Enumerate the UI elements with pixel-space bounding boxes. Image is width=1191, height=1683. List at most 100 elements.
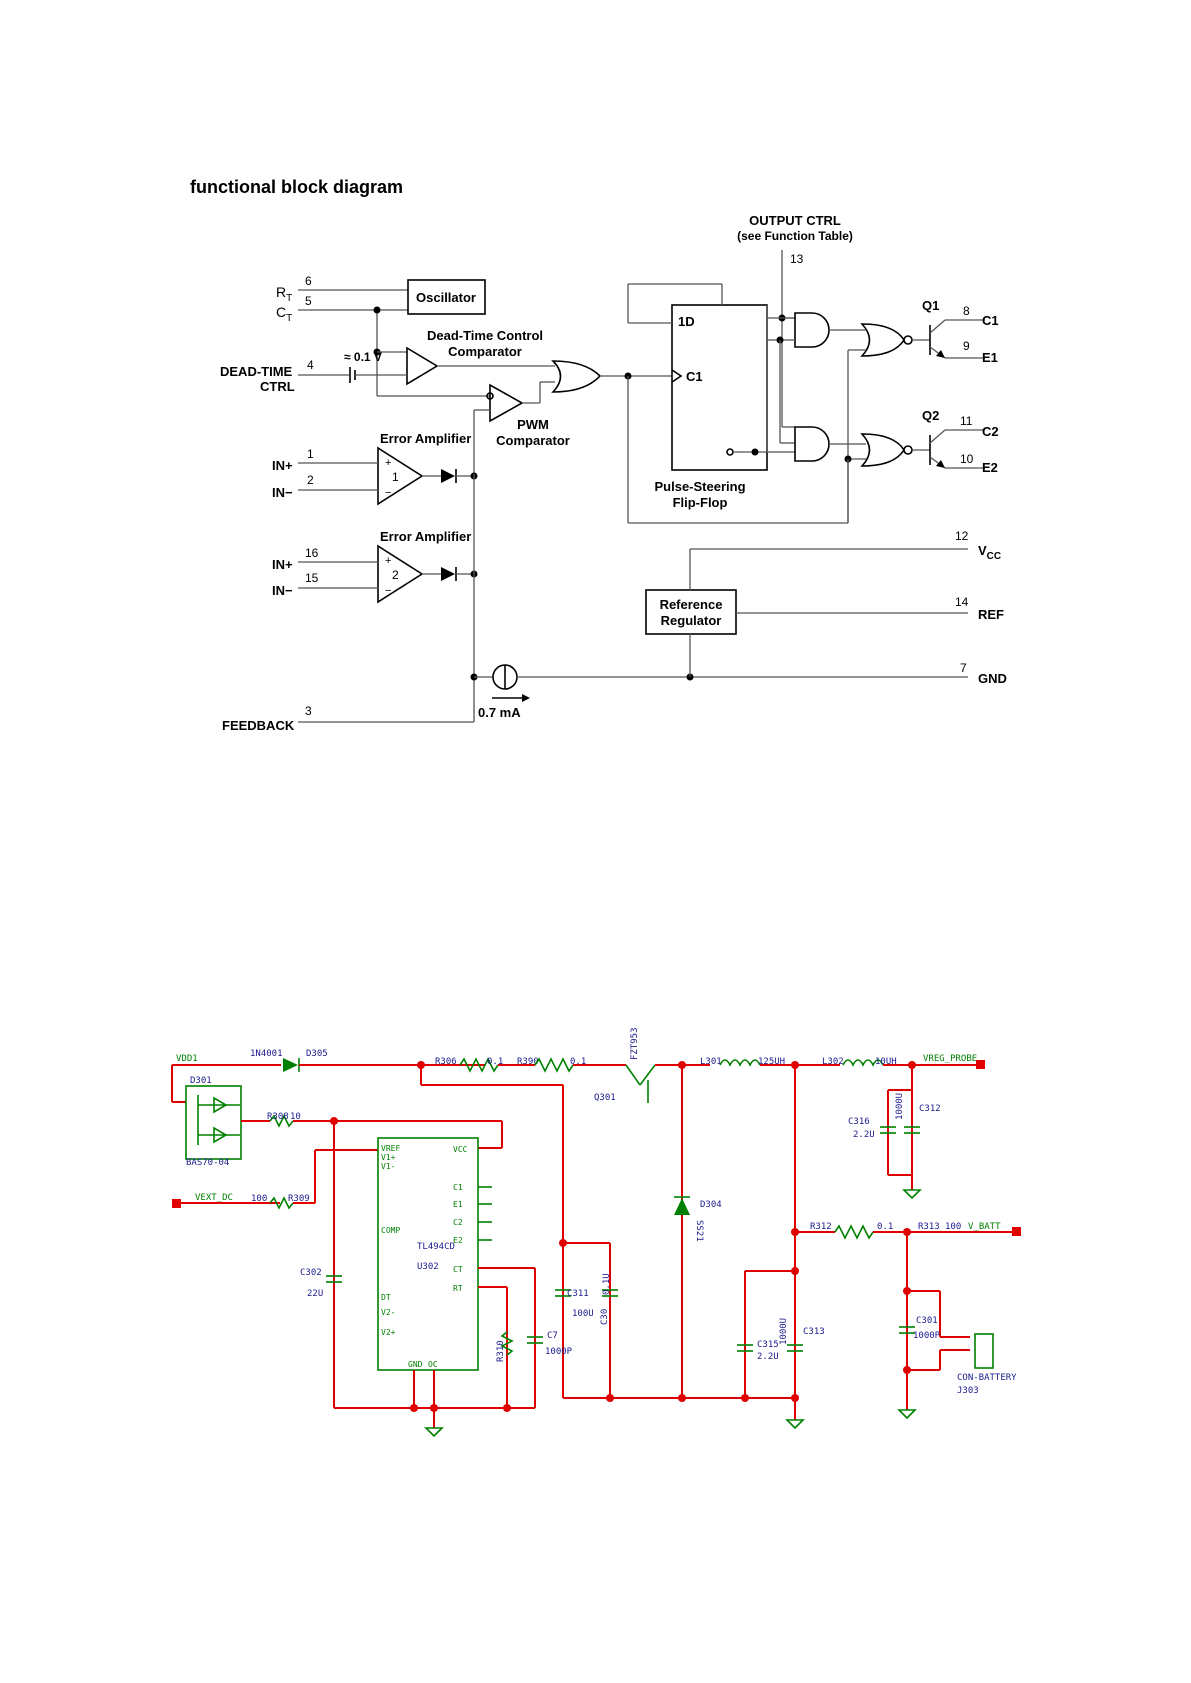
u302-name: TL494CD [417,1242,455,1252]
c313-value: 1000U [779,1318,789,1345]
pin-3-number: 3 [305,704,312,718]
r312-resistor [834,1224,874,1240]
vext-label: VEXT_DC [195,1193,233,1203]
d304-label: D304 [700,1200,722,1210]
pwm-comparator [489,383,524,423]
amp1-number: 1 [392,470,399,484]
output-ctrl-note: (see Function Table) [737,229,853,243]
pin-ct: CT [453,1265,463,1274]
vreg-label: VREG_PROBE [923,1054,977,1064]
r308-label: R308 [267,1112,289,1122]
in4001-label: 1N4001 [250,1049,283,1059]
r390-resistor [534,1057,574,1073]
pin-6-number: 6 [305,274,312,288]
d301-package [185,1085,242,1160]
error-amp-2-label: Error Amplifier [380,529,471,544]
pin-gnd: GND [408,1360,423,1369]
c315-label: C315 [757,1340,779,1350]
pin-5-number: 5 [305,294,312,308]
ground-icon-2 [897,1409,917,1420]
ref-reg-label-2: Regulator [661,613,722,628]
c311-label: C311 [567,1289,589,1299]
offset-label: ≈ 0.1 V [344,350,382,364]
vbatt-port [1012,1227,1021,1236]
u302-ic [377,1137,479,1371]
l301-inductor [719,1059,761,1067]
feedback-label: FEEDBACK [222,718,295,733]
amp2-minus: − [385,585,391,597]
d301-label: D301 [190,1076,212,1086]
pin-13-number: 13 [790,252,804,266]
pin-oc: OC [428,1360,438,1369]
d305-label: D305 [306,1049,328,1059]
dtc-label-1: DEAD-TIME [220,364,293,379]
dtc-comparator-label-1: Dead-Time Control [427,328,543,343]
pin-comp: COMP [381,1226,400,1235]
dtc-comparator-label-2: Comparator [448,344,522,359]
amp2-number: 2 [392,568,399,582]
j303-label: J303 [957,1386,979,1396]
r306-value: 0.1 [487,1057,503,1067]
diode-2-icon [441,567,455,581]
r312-value: 0.1 [877,1222,893,1232]
c30-value: 0.1U [602,1273,612,1295]
pin-1-number: 1 [307,447,314,461]
r308-resistor [269,1114,294,1128]
pin-ct-label: CT [276,304,292,324]
pin-vref: VREF [381,1144,400,1153]
dtc-comparator [406,346,439,386]
error-amp-1 [377,446,424,506]
c302-label: C302 [300,1268,322,1278]
c7-value: 1000P [545,1347,573,1357]
ground-icon-3 [785,1419,805,1430]
vext-port [172,1199,181,1208]
pin-9-number: 9 [963,339,970,353]
nor-gate-1 [860,323,905,357]
pin-c2-label: C2 [982,424,999,439]
r312-label: R312 [810,1222,832,1232]
r390-value: 0.1 [570,1057,586,1067]
pin-v2p: V2+ [381,1328,396,1337]
r310-label: R310 [496,1340,506,1362]
pin-e1-label: E1 [982,350,998,365]
d305-diode-icon [283,1058,298,1072]
pin-v2m: V2- [381,1308,395,1317]
pin-in1m-label: IN− [272,485,293,500]
pin-gnd-label: GND [978,671,1007,686]
error-amp-2 [377,544,424,604]
ff-d-label: 1D [678,314,695,329]
pin-vcc: VCC [453,1145,468,1154]
ff-c-label: C1 [686,369,703,384]
c312-label: C312 [919,1104,941,1114]
pin-rt: RT [453,1284,463,1293]
pin-c1-label: C1 [982,313,999,328]
diode-1-icon [441,469,455,483]
pin-15-number: 15 [305,571,319,585]
c316-value: 2.2U [853,1130,875,1140]
pwm-label-2: Comparator [496,433,570,448]
pin-dt: DT [381,1293,391,1302]
ref-reg-label-1: Reference [660,597,723,612]
c7-label: C7 [547,1331,558,1341]
l301-value: 125UH [758,1057,785,1067]
amp2-plus: + [385,555,391,567]
amp1-minus: − [385,487,391,499]
ss21-label: SS21 [694,1220,704,1242]
pin-v1p: V1+ [381,1153,396,1162]
pin-in1p-label: IN+ [272,458,293,473]
r390-label: R390 [517,1057,539,1067]
pin-e2: E2 [453,1236,463,1245]
pin-4-number: 4 [307,358,314,372]
c311-value: 100U [572,1309,594,1319]
r309-value: 100 [251,1194,267,1204]
r309-resistor [269,1196,294,1210]
l301-label: L301 [700,1057,722,1067]
pin-7-number: 7 [960,661,967,675]
con-battery-label: CON-BATTERY [957,1373,1017,1383]
nor-gate-2 [860,433,905,467]
c301-value: 1000P [913,1331,941,1341]
pin-12-number: 12 [955,529,969,543]
r309-label: R309 [288,1194,310,1204]
